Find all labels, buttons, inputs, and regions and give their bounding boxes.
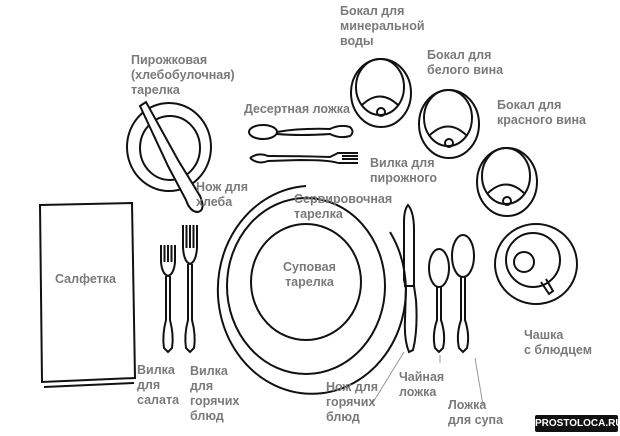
label-bread-plate: Пирожковая(хлебобулочная)тарелка xyxy=(131,53,235,97)
service-plate xyxy=(216,185,407,395)
teaspoon xyxy=(428,248,450,354)
dinner-fork xyxy=(182,225,198,354)
dessert-fork xyxy=(249,152,358,164)
leader-lines xyxy=(371,351,484,406)
soup-spoon xyxy=(451,234,475,354)
white-wine-glass xyxy=(418,89,480,159)
napkin xyxy=(38,201,137,388)
dinner-knife xyxy=(403,203,418,354)
bread-knife xyxy=(138,100,204,214)
label-dessert-spoon: Десертная ложка xyxy=(244,102,350,116)
water-glass xyxy=(350,58,412,128)
bread-plate xyxy=(126,102,212,192)
salad-fork xyxy=(160,245,176,354)
red-wine-glass xyxy=(476,147,538,217)
soup-plate xyxy=(250,223,362,341)
watermark-logo: PROSTOLOCA.RU xyxy=(535,415,620,432)
dessert-spoon xyxy=(248,124,354,140)
label-napkin: Салфетка xyxy=(55,272,116,286)
cup-and-saucer xyxy=(494,223,578,305)
